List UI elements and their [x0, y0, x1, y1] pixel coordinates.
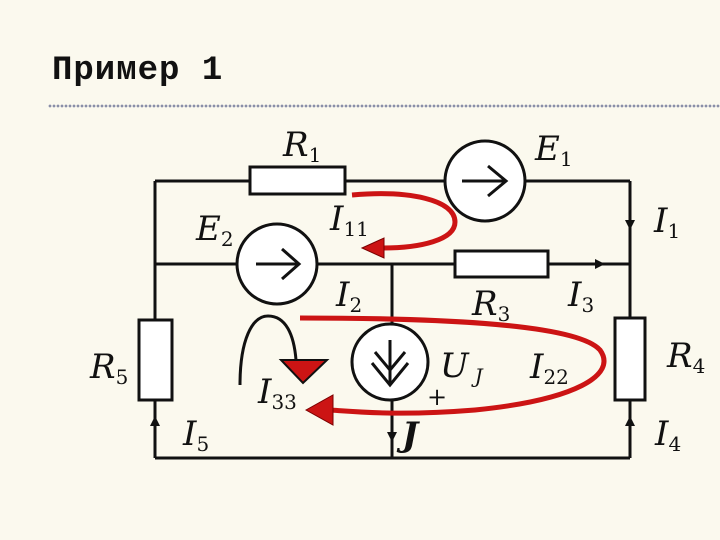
resistor-r5	[137, 318, 174, 402]
label-plus: +	[427, 383, 447, 411]
branch-current-arrows	[150, 205, 635, 445]
label-e1: E1	[534, 129, 573, 171]
emf-source-e1	[443, 139, 527, 223]
label-i22: I22	[529, 347, 569, 389]
label-i4: I4	[654, 414, 681, 456]
label-r4: R4	[666, 336, 705, 378]
label-i33: I33	[257, 372, 297, 414]
label-j: J	[396, 415, 420, 455]
emf-source-e2	[235, 222, 319, 306]
resistor-r1	[248, 165, 347, 196]
resistor-r3	[453, 249, 550, 279]
label-i11: I11	[329, 199, 369, 241]
resistor-r4	[613, 316, 647, 402]
current-source-j	[350, 322, 430, 402]
slide-title: Пример 1	[52, 52, 224, 90]
title-divider	[48, 103, 720, 109]
label-r3: R3	[471, 284, 510, 326]
label-i5: I5	[182, 414, 209, 456]
label-i3: I3	[567, 275, 594, 317]
label-e2: E2	[195, 209, 234, 251]
label-r5: R5	[89, 347, 128, 389]
loop-current-i33	[238, 314, 330, 386]
label-i2: I2	[335, 275, 362, 317]
label-i1: I1	[653, 201, 680, 243]
loop-current-i22	[299, 315, 607, 426]
label-r1: R1	[282, 125, 321, 167]
loop-current-i11	[351, 191, 458, 259]
